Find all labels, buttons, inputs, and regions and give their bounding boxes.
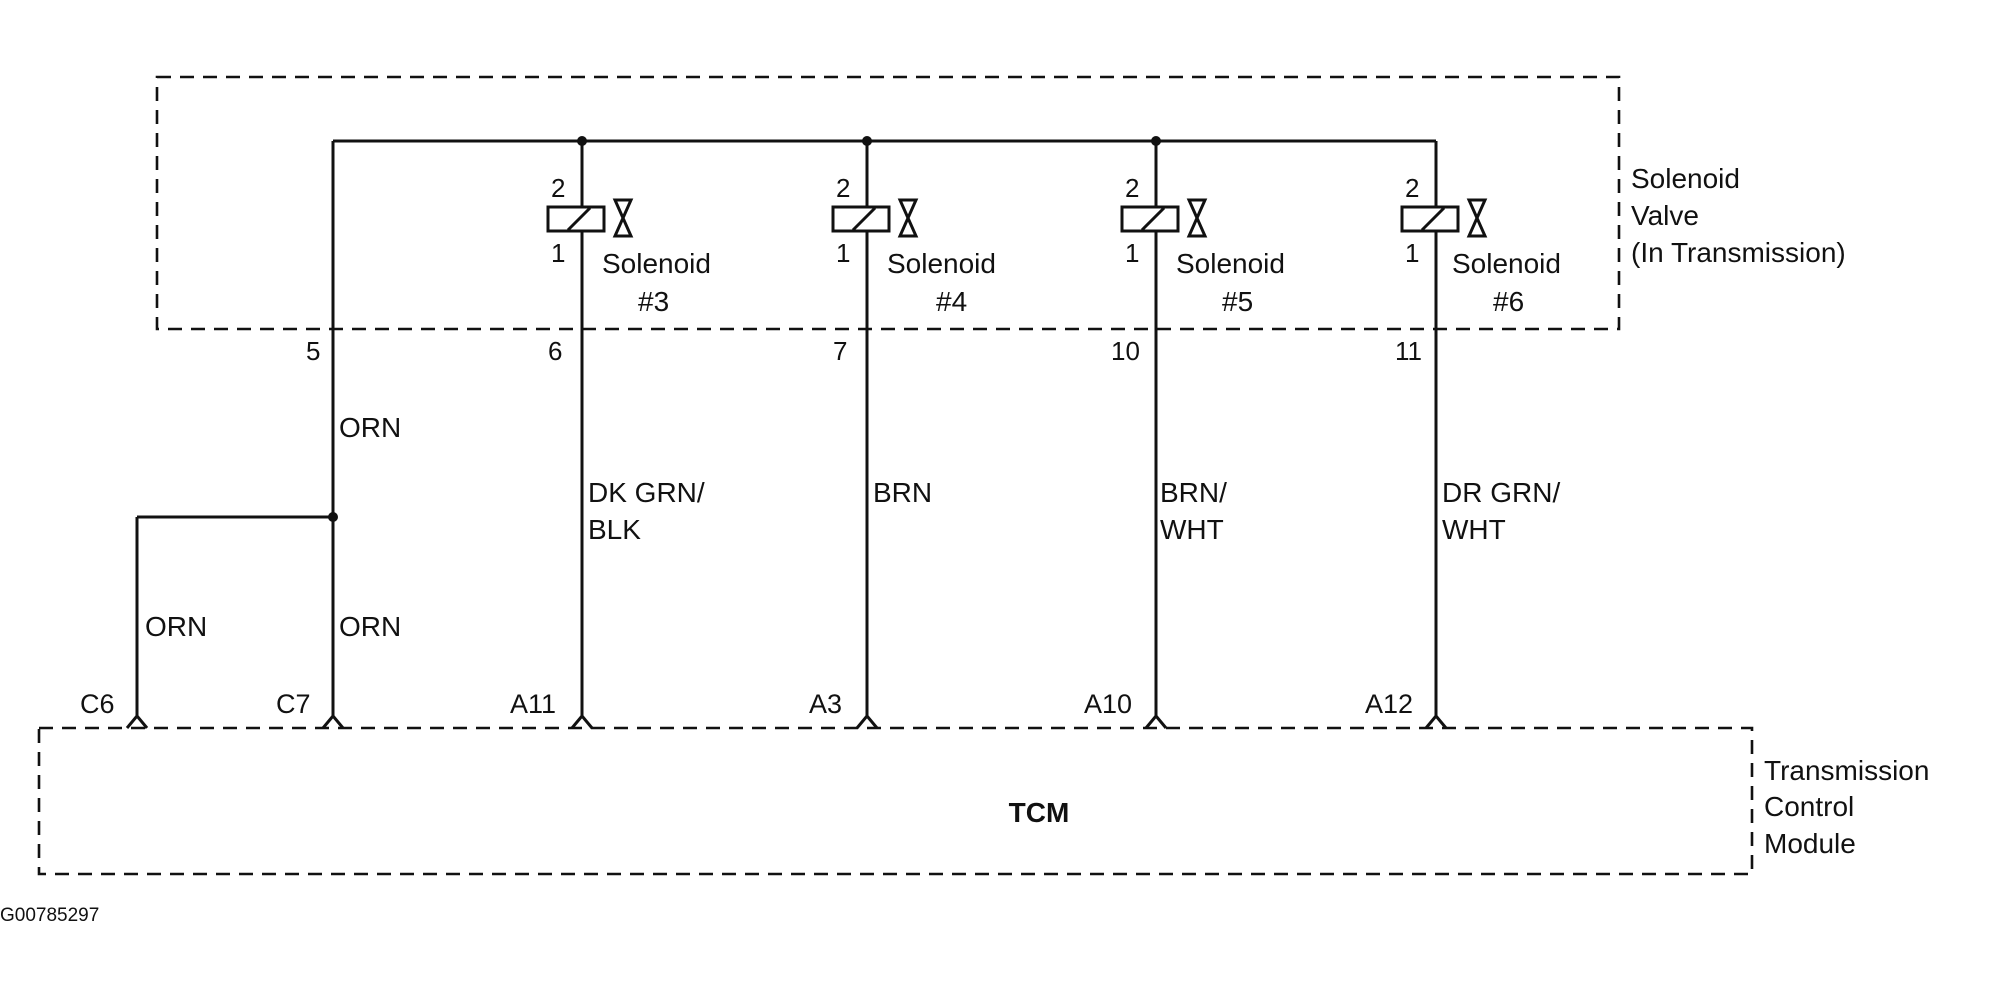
valve-symbol <box>1466 198 1488 238</box>
solenoid-coil-symbol <box>831 205 891 233</box>
tcm-connector-symbol <box>1424 713 1448 729</box>
figure-id: G00785297 <box>0 905 99 926</box>
tcm-terminal-label: C7 <box>276 689 311 719</box>
solenoid-connector-pin: 10 <box>1111 336 1140 366</box>
solenoid-coil-symbol <box>1400 205 1460 233</box>
supply-wire-color-left: ORN <box>145 611 207 642</box>
solenoid-connector-pin: 6 <box>548 336 562 366</box>
solenoid-name: Solenoid <box>1176 248 1285 279</box>
tcm-connector-symbol <box>321 713 345 729</box>
tcm-terminal-label: C6 <box>80 689 115 719</box>
supply-wire-color-right: ORN <box>339 611 401 642</box>
solenoid-connector-pin: 7 <box>833 336 847 366</box>
solenoid-terminal-bottom: 1 <box>1125 238 1139 268</box>
solenoid-terminal-top: 2 <box>836 173 850 203</box>
solenoid-valve-label-line1: Solenoid <box>1631 163 1740 194</box>
solenoid-wire-color-line1: BRN <box>873 477 932 508</box>
tcm-connector-symbol <box>570 713 594 729</box>
valve-symbol <box>612 198 634 238</box>
solenoid-number: #5 <box>1222 286 1253 317</box>
solenoid-number: #3 <box>638 286 669 317</box>
solenoid-wire-color-line2: WHT <box>1442 514 1506 545</box>
solenoid-wire-color-line1: DR GRN/ <box>1442 477 1560 508</box>
solenoid-coil-slash <box>1140 206 1166 232</box>
common-supply-circuit: 5 ORN ORN ORN C6 C7 <box>80 136 1436 729</box>
tcm-connector-symbol <box>855 713 879 729</box>
solenoid-coil-slash <box>851 206 877 232</box>
solenoid-valve-label-line3: (In Transmission) <box>1631 237 1846 268</box>
solenoid-wire-color-line1: DK GRN/ <box>588 477 705 508</box>
solenoid-name: Solenoid <box>1452 248 1561 279</box>
solenoid-valve-housing <box>155 75 1621 331</box>
solenoid-circuit-3: 2 1 Solenoid #3 6 DK GRN/ BLK A11 <box>510 141 711 729</box>
tcm-terminal-label: A11 <box>510 689 556 719</box>
tcm-label-line1: Transmission <box>1764 755 1929 786</box>
solenoid-number: #6 <box>1493 286 1524 317</box>
solenoid-circuit-4: 2 1 Solenoid #4 7 BRN A3 <box>809 141 996 729</box>
solenoid-wire-color-line1: BRN/ <box>1160 477 1227 508</box>
splice-dot <box>328 512 338 522</box>
valve-symbol <box>1186 198 1208 238</box>
valve-symbol <box>897 198 919 238</box>
solenoid-wire-color-line2: BLK <box>588 514 641 545</box>
tcm-connector-symbol <box>1144 713 1168 729</box>
solenoid-terminal-top: 2 <box>551 173 565 203</box>
tcm-connector-symbol <box>125 713 149 729</box>
solenoid-terminal-bottom: 1 <box>836 238 850 268</box>
solenoid-valve-label-line2: Valve <box>1631 200 1699 231</box>
solenoid-coil-slash <box>1420 206 1446 232</box>
tcm-terminal-label: A3 <box>809 689 842 719</box>
tcm-terminal-label: A12 <box>1365 689 1413 719</box>
solenoid-terminal-bottom: 1 <box>1405 238 1419 268</box>
solenoid-name: Solenoid <box>602 248 711 279</box>
solenoid-name: Solenoid <box>887 248 996 279</box>
solenoid-circuit-5: 2 1 Solenoid #5 10 BRN/ WHT A10 <box>1084 141 1285 729</box>
solenoid-circuit-6: 2 1 Solenoid #6 11 DR GRN/ WHT A12 <box>1365 141 1561 729</box>
tcm-title: TCM <box>1009 797 1070 828</box>
tcm-label-line2: Control <box>1764 791 1854 822</box>
solenoid-coil-symbol <box>1120 205 1180 233</box>
solenoid-number: #4 <box>936 286 967 317</box>
tcm-terminal-label: A10 <box>1084 689 1132 719</box>
tcm-box <box>37 726 1754 876</box>
supply-wire-color-upper: ORN <box>339 412 401 443</box>
solenoid-terminal-top: 2 <box>1125 173 1139 203</box>
solenoid-coil-symbol <box>546 205 606 233</box>
solenoid-wire-color-line2: WHT <box>1160 514 1224 545</box>
solenoid-terminal-bottom: 1 <box>551 238 565 268</box>
solenoid-connector-pin: 11 <box>1395 336 1422 366</box>
solenoid-coil-slash <box>566 206 592 232</box>
supply-connector-pin: 5 <box>306 336 320 366</box>
solenoid-terminal-top: 2 <box>1405 173 1419 203</box>
tcm-label-line3: Module <box>1764 828 1856 859</box>
